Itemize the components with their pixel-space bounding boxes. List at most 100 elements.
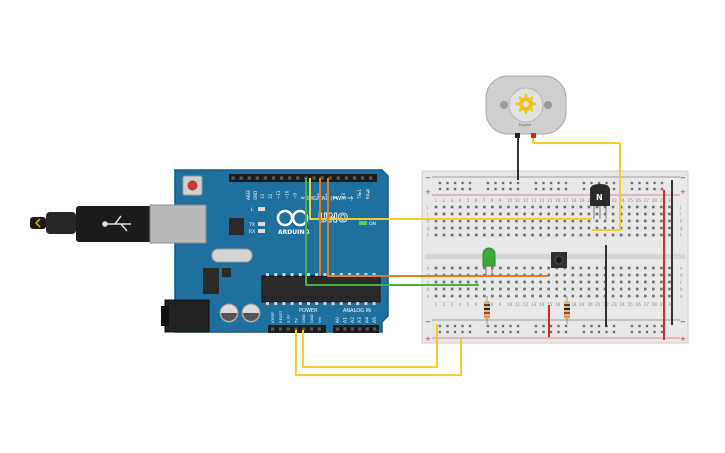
digital-pin-label: 13	[260, 193, 265, 199]
rail-minus-label: −	[680, 318, 686, 326]
row-letter: c	[427, 280, 429, 285]
row-letter: i	[427, 212, 428, 217]
row-letter: h	[427, 219, 430, 224]
column-number: 3	[451, 198, 454, 203]
digital-pin-label: 7	[309, 196, 314, 199]
column-number: 4	[459, 302, 462, 307]
column-number: 27	[644, 302, 650, 307]
power-jack	[164, 299, 210, 333]
analog-pin-label: A4	[365, 317, 371, 323]
column-number: 13	[531, 198, 537, 203]
on-label: ON	[369, 221, 376, 227]
column-number: 25	[628, 198, 634, 203]
column-number: 26	[636, 302, 642, 307]
analog-pin-label: A2	[350, 317, 356, 323]
column-number: 25	[628, 302, 634, 307]
push-button[interactable]	[551, 252, 567, 268]
column-number: 17	[563, 198, 569, 203]
usb-icon	[102, 215, 131, 232]
aref-label: AREF	[246, 189, 251, 200]
analog-header-label: ANALOG IN	[343, 308, 371, 314]
analog-header[interactable]	[333, 325, 379, 333]
green-led[interactable]	[482, 247, 496, 276]
column-number: 29	[660, 302, 666, 307]
wire-yellow	[302, 324, 438, 368]
resistor	[484, 296, 490, 324]
wire-yellow	[532, 137, 621, 231]
l-led	[258, 207, 265, 211]
column-number: 20	[587, 302, 593, 307]
column-number: 6	[475, 302, 478, 307]
rail-minus-label: −	[680, 174, 686, 182]
digital-header[interactable]	[229, 174, 377, 182]
column-number: 18	[571, 302, 577, 307]
analog-pin-label: A3	[357, 317, 363, 323]
power-pin-label: Vin	[317, 316, 322, 323]
column-number: 18	[571, 198, 577, 203]
gnd-label: GND	[253, 191, 258, 200]
column-number: 10	[507, 198, 513, 203]
rail-minus-label: −	[425, 318, 431, 326]
analog-pin-label: A5	[372, 317, 378, 323]
column-number: 11	[515, 302, 521, 307]
column-number: 7	[483, 198, 486, 203]
digital-pin-label: ~3	[341, 193, 346, 199]
l-label: L	[251, 207, 254, 213]
row-letter: j	[426, 205, 428, 210]
tx-label: TX	[248, 222, 255, 228]
wires	[295, 137, 673, 376]
column-number: 19	[579, 198, 585, 203]
digital-pin-label: 8	[301, 196, 306, 199]
power-pin-label: RESET	[278, 310, 283, 323]
column-number: 13	[531, 302, 537, 307]
npn-transistor[interactable]: N	[590, 184, 610, 219]
column-number: 29	[660, 198, 666, 203]
column-number: 24	[620, 302, 626, 307]
column-number: 23	[612, 302, 618, 307]
column-number: 2	[443, 198, 446, 203]
tx-led	[258, 222, 265, 226]
column-number: 4	[459, 198, 462, 203]
column-number: 16	[555, 302, 561, 307]
power-pin-label: IOREF	[270, 312, 275, 323]
digital-pin-label: 2	[349, 196, 354, 199]
column-number: 10	[507, 302, 513, 307]
row-letter: e	[427, 266, 430, 271]
row-letter: d	[680, 273, 683, 278]
digital-pin-label: ~10	[284, 190, 289, 199]
digital-pin-label: TX▸1	[357, 189, 362, 200]
dc-motor[interactable]: Engine	[485, 75, 567, 138]
row-letter: j	[679, 205, 681, 210]
row-letter: b	[680, 287, 683, 292]
row-letter: a	[680, 294, 683, 299]
rail-plus-label: +	[425, 335, 431, 343]
usb-jack	[149, 204, 207, 244]
column-number: 8	[491, 302, 494, 307]
wire-orange	[327, 178, 548, 277]
column-number: 26	[636, 198, 642, 203]
column-number: 21	[596, 302, 602, 307]
column-number: 5	[467, 198, 470, 203]
power-pin-label: GND	[309, 314, 314, 323]
column-number: 5	[467, 302, 470, 307]
transistor-label: N	[596, 193, 603, 202]
wire-yellow	[309, 178, 592, 220]
rx-led	[258, 229, 265, 233]
arduino-brand: ARDUINO	[278, 229, 309, 236]
digital-pin-label: ~9	[292, 193, 297, 199]
rail-minus-label: −	[425, 174, 431, 182]
row-letter: c	[680, 280, 682, 285]
column-number: 3	[451, 302, 454, 307]
atmega-chip	[261, 275, 381, 303]
column-number: 12	[523, 198, 529, 203]
rail-plus-label: +	[425, 188, 431, 196]
power-pin-label: GND	[301, 314, 306, 323]
column-number: 9	[499, 198, 502, 203]
row-letter: a	[427, 294, 430, 299]
rail-plus-label: +	[680, 188, 686, 196]
column-number: 12	[523, 302, 529, 307]
digital-header-label: DIGITAL (PWM~)	[307, 196, 353, 202]
row-letter: b	[427, 287, 430, 292]
